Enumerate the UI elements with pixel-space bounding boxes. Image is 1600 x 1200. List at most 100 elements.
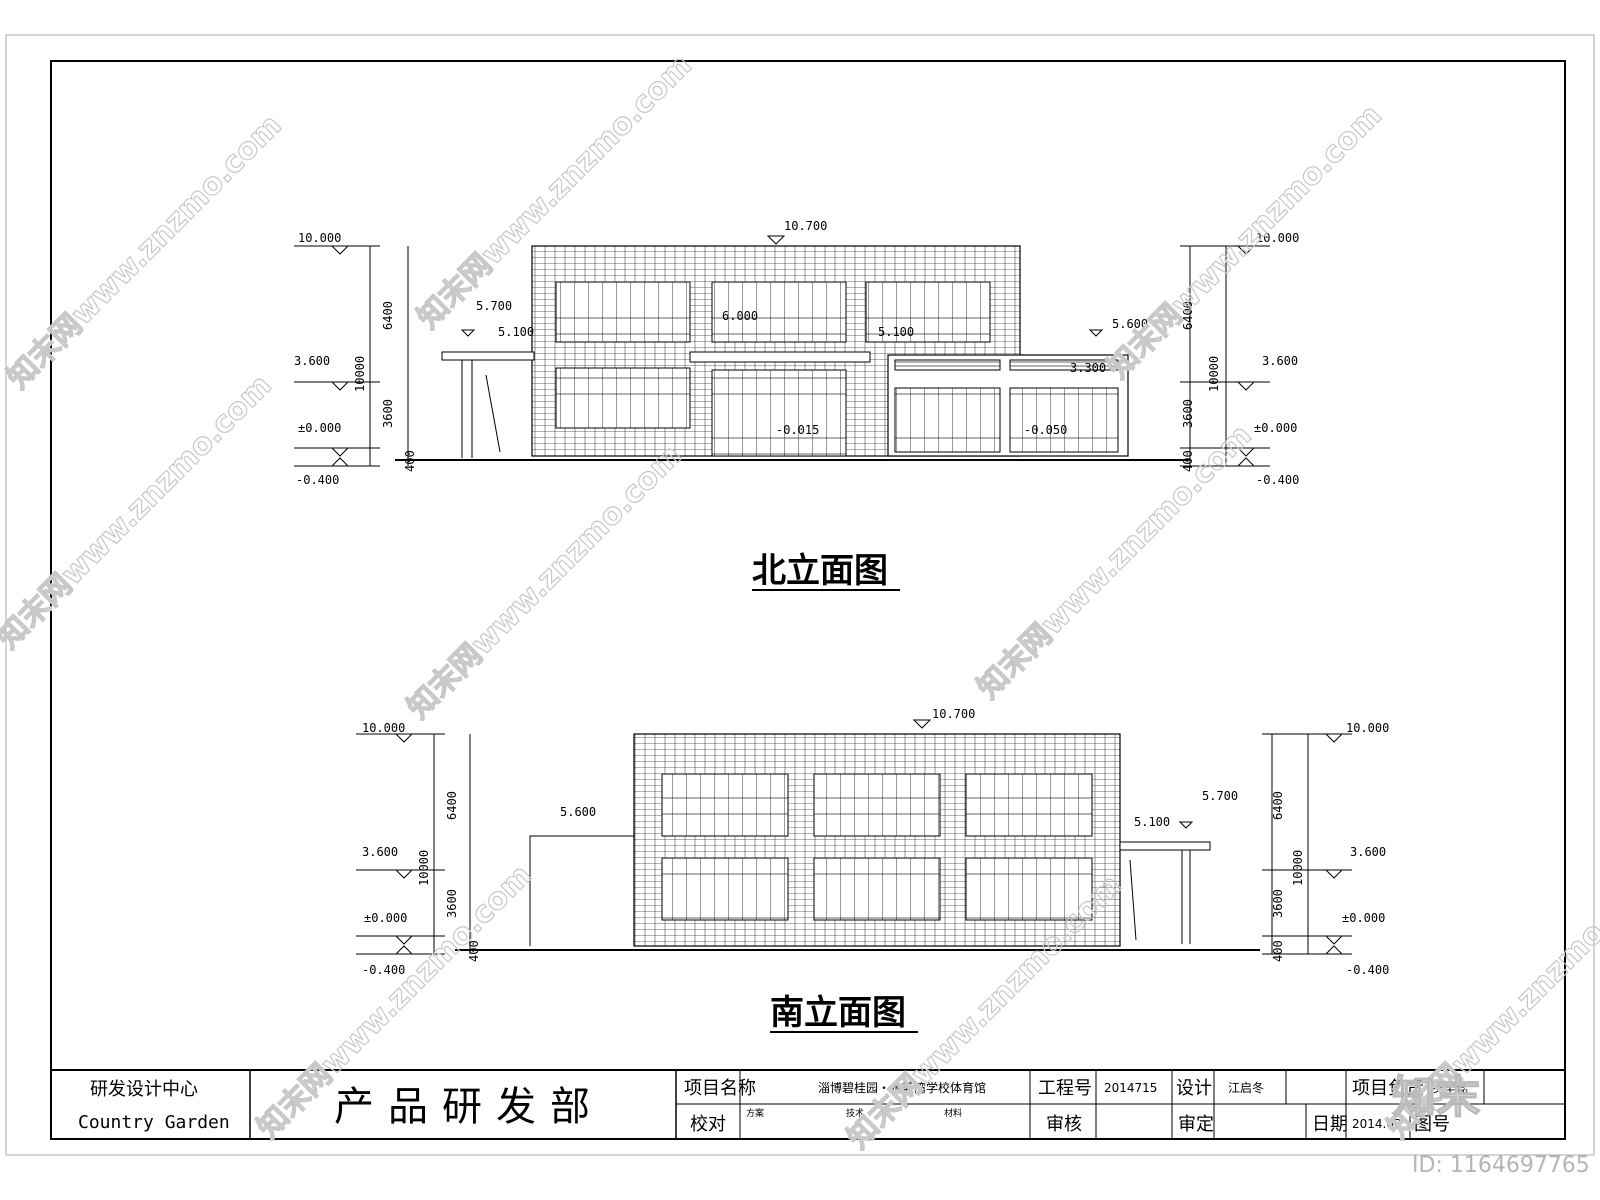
tb-job-no: 2014715 [1104,1081,1157,1095]
south-dim-right-10000: 10000 [1291,850,1305,886]
watermark-id: ID: 1164697765 [1412,1153,1590,1178]
tb-check-label: 校对 [690,1114,726,1135]
north-tag-6-0: 6.000 [722,309,758,323]
outer-trim-border [5,34,1595,1156]
watermark-layer: 知末网www.znzmo.com 知末网www.znzmo.com 知末网www… [0,47,1600,1156]
north-tag-5-7: 5.700 [476,299,512,313]
north-tag-m0-050: -0.050 [1024,423,1067,437]
south-level-right-0: ±0.000 [1342,911,1385,925]
north-entrance [711,369,847,457]
tb-date-label: 日期 [1312,1114,1348,1135]
tb-pm-label: 项目负责 [1352,1078,1424,1099]
south-level-left-10: 10.000 [362,721,405,735]
north-level-left-3-6: 3.600 [294,354,330,368]
south-window-band [661,857,789,921]
south-elevation [455,733,1260,951]
north-dim-left-400: 400 [403,450,417,472]
north-elevation [395,245,1190,461]
north-tag-3-3: 3.300 [1070,361,1106,375]
north-level-right-0: ±0.000 [1254,421,1297,435]
north-canopy [689,351,871,363]
north-dim-right-400: 400 [1181,450,1195,472]
south-level-right-3-6: 3.600 [1350,845,1386,859]
north-level-left-10: 10.000 [298,231,341,245]
south-dim-left-400: 400 [467,940,481,962]
north-level-right-10: 10.000 [1256,231,1299,245]
north-level-right-3-6: 3.600 [1262,354,1298,368]
south-tag-5-1: 5.100 [1134,815,1170,829]
south-level-left-0: ±0.000 [364,911,407,925]
south-level-right-m0-4: -0.400 [1346,963,1389,977]
south-tag-5-6: 5.600 [560,805,596,819]
south-window-band [813,857,941,921]
tb-job-no-label: 工程号 [1038,1078,1092,1099]
south-dim-right-400: 400 [1271,940,1285,962]
north-window-band [865,281,991,343]
south-dim-right-3600: 3600 [1271,889,1285,918]
north-level-left-0: ±0.000 [298,421,341,435]
south-level-left-m0-4: -0.400 [362,963,405,977]
tb-department: 产品研发部 [334,1084,604,1130]
north-level-markers [294,235,1270,467]
north-tag-m0-015: -0.015 [776,423,819,437]
watermark-text: 知末网www.znzmo.com [401,438,689,726]
watermark-text: 知末网www.znzmo.com [1101,98,1389,386]
tb-center-cn: 研发设计中心 [90,1079,198,1100]
north-tag-5-1a: 5.100 [498,325,534,339]
tb-review-label: 审核 [1046,1114,1082,1135]
south-canopy [1119,841,1211,851]
north-tag-5-1b: 5.100 [878,325,914,339]
south-dim-left-6400: 6400 [445,791,459,820]
north-dim-right-6400: 6400 [1181,301,1195,330]
north-tag-5-6: 5.600 [1112,317,1148,331]
north-annex-window [894,387,1001,453]
south-tag-5-7: 5.700 [1202,789,1238,803]
south-window-band [661,773,789,837]
north-dim-right-3600: 3600 [1181,399,1195,428]
tb-material-label: 材料 [944,1107,962,1119]
north-louver [894,359,1001,371]
tb-drawing-no-label: 图号 [1414,1114,1450,1135]
tb-tech-label: 技术 [846,1107,864,1119]
south-tag-roof: 10.700 [932,707,975,721]
title-block [50,1069,1566,1140]
tb-designer: 江启冬 [1228,1080,1264,1095]
south-dim-left-3600: 3600 [445,889,459,918]
north-dim-left-10000: 10000 [353,356,367,392]
north-dim-left-6400: 6400 [381,301,395,330]
watermark-text: 知末网www.znzmo.com [971,418,1259,706]
south-level-left-3-6: 3.600 [362,845,398,859]
watermark-text: 知末网www.znzmo.com [1,108,289,396]
north-canopy [441,351,535,361]
north-window-band [555,281,691,343]
north-window-band [711,281,847,343]
south-dim-left-10000: 10000 [417,850,431,886]
tb-project-label: 项目名称 [684,1078,756,1099]
tb-design-label: 设计 [1176,1078,1212,1099]
north-dim-right-10000: 10000 [1207,356,1221,392]
north-level-left-m0-4: -0.400 [296,473,339,487]
north-level-right-m0-4: -0.400 [1256,473,1299,487]
south-elevation-title: 南立面图 [770,993,906,1033]
south-window-band [965,773,1093,837]
south-dim-right-6400: 6400 [1271,791,1285,820]
south-window-band [813,773,941,837]
tb-approve-label: 审定 [1178,1114,1214,1135]
south-level-right-10: 10.000 [1346,721,1389,735]
north-window-band [555,367,691,429]
tb-scheme-label: 方案 [746,1107,764,1119]
tb-date: 2014.03 [1352,1117,1402,1131]
watermark-logo: 知末 [1392,1072,1480,1123]
south-window-band [965,857,1093,921]
north-annex-window [1009,387,1119,453]
tb-center-en: Country Garden [78,1112,230,1133]
tb-pm: 罗辛蕊 [1432,1081,1468,1095]
north-louver [1009,359,1119,371]
south-level-markers [356,719,1352,955]
north-tag-roof: 10.700 [784,219,827,233]
north-elevation-title: 北立面图 [752,551,888,591]
north-dim-left-3600: 3600 [381,399,395,428]
watermark-text: 知末网www.znzmo.com [0,368,279,656]
tb-project-name: 淄博碧桂园・水蓝湾学校体育馆 [818,1080,986,1095]
